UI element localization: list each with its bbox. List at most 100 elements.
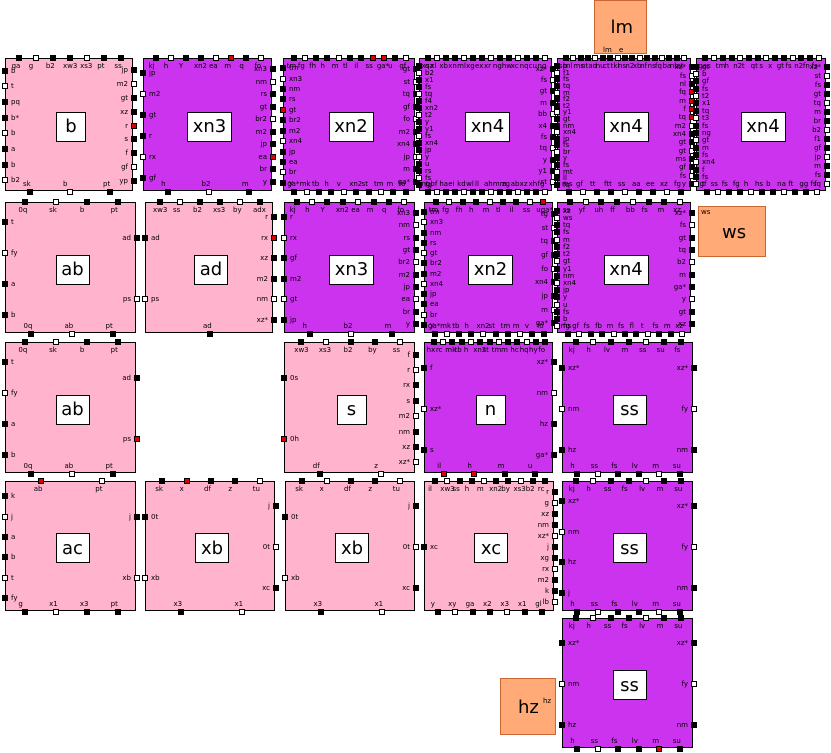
port-label: m — [652, 600, 660, 608]
port-label: br — [813, 117, 821, 126]
pin-top — [401, 199, 408, 205]
port-label: r — [265, 213, 268, 222]
pin-right — [273, 544, 279, 550]
pin-right — [134, 234, 140, 241]
port-label: xl — [430, 62, 437, 70]
pin-top — [678, 615, 685, 621]
pin-top — [661, 199, 668, 205]
pin-top — [607, 55, 614, 61]
port-label: su — [672, 462, 681, 470]
port-label: ss — [452, 485, 460, 493]
pin-left — [554, 161, 560, 168]
pin-left — [416, 160, 422, 167]
port-label: st — [361, 180, 368, 188]
port-label: q — [381, 206, 387, 214]
port-label: ws — [563, 213, 573, 222]
port-label: fs — [621, 485, 628, 493]
pin-right — [551, 420, 557, 427]
port-label: br — [259, 165, 267, 174]
port-label: n2 — [794, 62, 804, 70]
port-label: ss — [618, 180, 626, 188]
port-label: b2 — [525, 485, 535, 493]
port-label: t2 — [563, 101, 571, 110]
pin-bottom — [594, 471, 601, 477]
port-label: r — [546, 487, 549, 496]
port-label: x1 — [234, 600, 244, 608]
port-label: gt — [813, 90, 821, 99]
pin-left — [554, 222, 560, 229]
pin-left — [421, 446, 427, 453]
port-label: x1 — [49, 600, 58, 608]
port-label: pt — [105, 322, 113, 330]
pin-top — [380, 55, 387, 61]
port-label: ea — [209, 62, 218, 70]
pin-right — [824, 118, 830, 125]
pin-bottom — [317, 609, 324, 615]
port-label: m2 — [290, 274, 302, 283]
pin-right — [131, 80, 137, 87]
port-label: hx — [426, 346, 436, 354]
pin-bottom — [633, 331, 640, 337]
pin-left — [416, 167, 422, 174]
pin-left — [693, 63, 699, 70]
pin-right — [273, 584, 279, 591]
pin-left — [554, 122, 560, 129]
port-label: fs — [611, 462, 618, 470]
port-label: b2 — [11, 176, 20, 185]
port-label: xs — [421, 62, 430, 70]
pin-top — [213, 55, 220, 61]
port-label: fs — [563, 160, 570, 169]
port-label: ee — [646, 180, 655, 188]
pin-left — [421, 301, 427, 308]
port-label: b — [766, 180, 771, 188]
pin-bottom — [67, 189, 73, 195]
port-label: fg — [674, 180, 681, 188]
port-label: jp — [430, 290, 437, 299]
port-label: hs — [755, 180, 764, 188]
pin-left — [2, 250, 8, 257]
port-label: xz — [675, 322, 684, 330]
pin-left — [281, 255, 287, 262]
pin-bottom — [456, 331, 463, 337]
pin-left — [2, 67, 8, 74]
port-label: qz — [425, 62, 434, 71]
port-label: ad — [122, 233, 131, 242]
port-label: a — [11, 144, 16, 153]
pin-right — [413, 320, 419, 327]
pin-left — [280, 179, 286, 186]
port-label: uh — [594, 206, 604, 214]
port-label: fs — [702, 84, 709, 93]
port-label: v — [336, 180, 341, 188]
port-label: r — [290, 213, 293, 222]
port-label: ei — [448, 180, 455, 188]
pin-top — [83, 199, 90, 205]
pin-top — [496, 55, 503, 61]
port-label: m — [814, 161, 821, 170]
pin-bottom — [434, 189, 441, 195]
pin-right — [413, 584, 419, 591]
